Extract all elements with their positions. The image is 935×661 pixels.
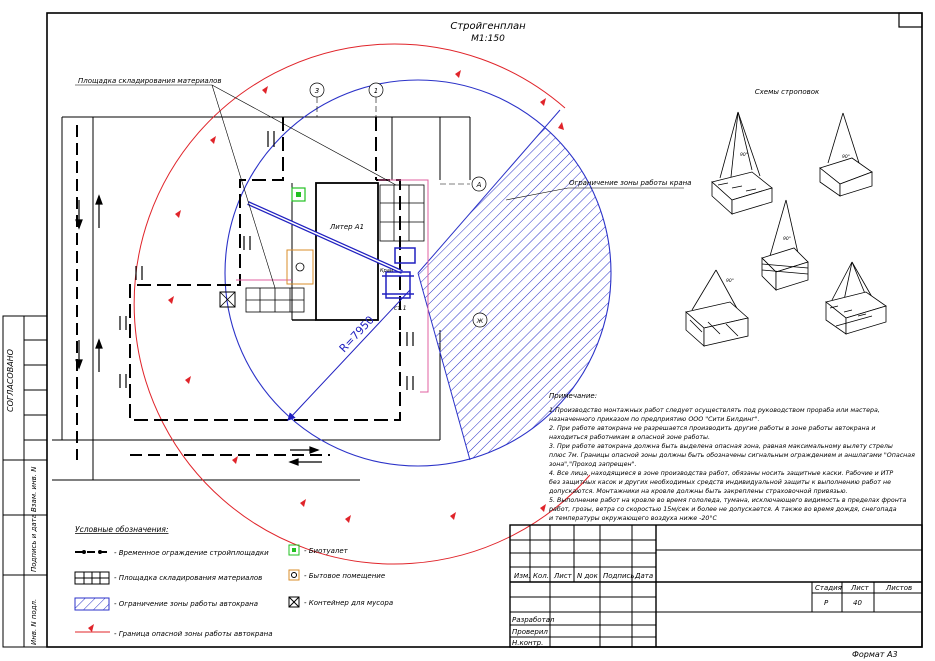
stamp-sign-date: Подпись и дата [30,514,38,572]
row-norm-control: Н.контр. [512,639,543,647]
radius-line [287,289,411,421]
title-block [509,524,923,648]
storage-callout: Площадка складирования материалов [78,77,222,85]
sheet-corner-box [898,12,923,28]
traffic-arrows [75,131,414,466]
crane-zone-callout: Ограничение зоны работы крана [569,179,691,187]
note-line: 4. Все лица, находящиеся в зоне производ… [549,469,893,477]
danger-zone-arc [133,43,591,565]
legend-item-storage: - Площадка складирования материалов [114,574,262,582]
stamp-replace-inv: Взам. инв. N [30,466,38,512]
legend-item-toilet: - Биотуалет [304,547,349,555]
note-line: 5. Выполнение работ на кровле во время г… [549,496,906,504]
crane-body [382,247,416,299]
crane-zone-circle [224,79,612,467]
toilet-symbol-fill [296,192,301,197]
sling-angle-3: 90° [783,236,791,242]
shelter-symbol [286,249,314,285]
side-stamp [2,315,48,648]
legend-flag [88,624,94,632]
building-label: Литер А1 [329,223,364,231]
format-label: Формат А3 [852,650,898,659]
legend-item-danger-zone: - Граница опасной зоны работы автокрана [114,630,273,638]
note-line: работ, грозы, ветра со скоростью 15м/сек… [548,505,897,513]
legend-item-fence: - Временное ограждение стройплощадки [114,549,269,557]
station-label: ст.1 [394,305,407,312]
container-symbol [219,291,236,308]
zone-marker: Ж [476,318,484,325]
notes-title: Примечание: [549,392,597,400]
sheet-value: 40 [853,599,862,607]
legend-title: Условные обозначения: [75,525,168,534]
building-a1 [315,182,379,321]
note-line: 2. При работе автокрана не разрешается п… [549,424,876,432]
slinging-title: Схемы строповок [755,88,820,96]
note-line: и температуры окружающего воздуха ниже -… [549,514,718,522]
note-line: зона","Проход запрещен". [549,461,637,468]
drawing-title: Стройгенплан [450,21,526,32]
sling-scheme-2 [819,112,873,197]
sheets-header: Листов [885,584,912,592]
legend-item-shelter: - Бытовое помещение [304,572,385,580]
drawing-scale: М1:150 [471,34,505,44]
shelter-marker [295,262,305,272]
legend-symbols [74,544,300,633]
axis-3: 3 [315,87,319,95]
stage-header: Стадия [815,584,842,592]
sling-scheme-3 [761,199,809,291]
legend-item-container: - Контейнер для мусора [304,599,393,607]
col-doc: N док [577,572,599,580]
note-line: 1.Производство монтажных работ следует о… [549,406,880,414]
axis-markers: 3 1 А Ж [309,82,488,328]
sling-angle-2: 90° [842,154,850,160]
note-line: плюс 7м. Границы опасной зоны должны быт… [549,451,915,459]
note-line: без защитных касок и других необходимых … [549,478,891,486]
note-line: 3. При работе автокрана должна быть выде… [549,442,893,450]
col-signature: Подпись [603,572,635,580]
crane-label: Кран [380,268,394,274]
note-line: допускаются. Монтажники на кровле должны… [548,487,848,495]
agreed-label: СОГЛАСОВАНО [6,349,15,412]
pink-fence [236,179,429,393]
stamp-inv-orig: Инв. N подл. [30,599,38,645]
axis-1: 1 [374,87,378,95]
sling-angle-4: 90° [726,278,734,284]
temporary-fence [129,117,401,421]
col-date: Дата [634,572,653,580]
storage-pad-lower [245,287,305,313]
row-developed: Разработал [512,616,555,624]
legend-item-crane-zone: - Ограничение зоны работы автокрана [114,600,258,608]
roads [52,116,471,481]
sheet-header: Лист [850,584,870,592]
axis-a: А [476,181,482,189]
notes-text: 1.Производство монтажных работ следует о… [548,406,915,522]
storage-pad-upper [379,184,425,242]
note-line: находиться работникам в опасной зоне раб… [549,433,710,441]
row-checked: Проверил [512,628,548,636]
col-change: Изм. [514,572,530,580]
danger-zone-flags [168,70,564,523]
sling-scheme-5 [825,261,887,335]
sling-scheme-4 [685,269,749,347]
sling-angle-1: 90° [740,152,748,158]
stage-value: Р [824,599,829,607]
sector-edges [417,109,561,461]
col-sheet: Лист [553,572,573,580]
toilet-symbol [291,187,306,202]
note-line: назначенного приказом по предприятию ООО… [549,416,760,423]
sling-scheme-1 [711,111,773,215]
col-qty: Кол. [533,572,549,580]
